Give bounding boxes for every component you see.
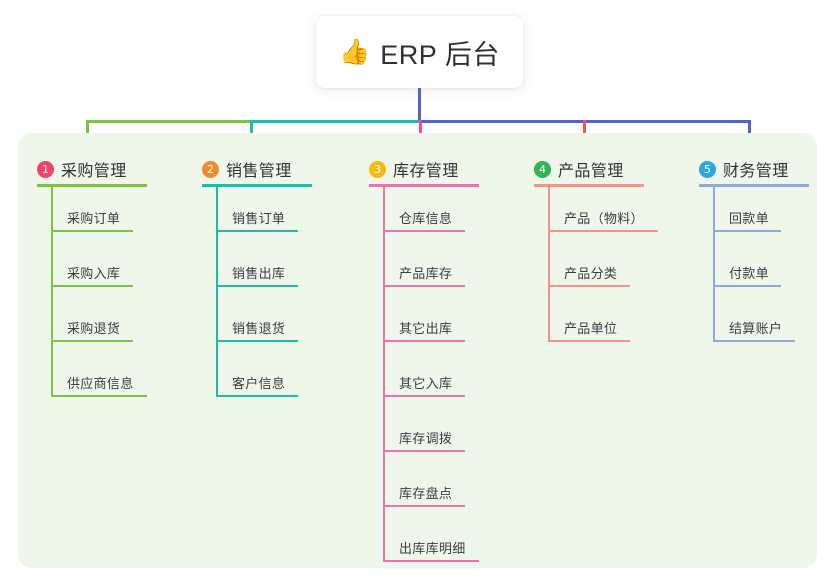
leaf-label: 付款单 [729, 266, 769, 281]
leaf-label: 库存盘点 [399, 486, 453, 501]
branch-panel [18, 133, 817, 568]
leaf-node[interactable]: 销售退货 [202, 145, 352, 342]
leaf-node[interactable]: 付款单 [699, 145, 839, 287]
leaf-rule [216, 285, 298, 287]
leaf-rule [216, 395, 298, 397]
leaf-node[interactable]: 产品单位 [534, 145, 684, 342]
leaf-label: 销售出库 [232, 266, 286, 281]
leaf-node[interactable]: 库存盘点 [369, 145, 519, 507]
leaf-node[interactable]: 仓库信息 [369, 145, 519, 232]
column-header-4[interactable]: 4 产品管理 [534, 157, 624, 181]
leaf-node[interactable]: 产品分类 [534, 145, 684, 287]
leaf-node[interactable]: 其它入库 [369, 145, 519, 397]
column-badge-2: 2 [202, 160, 219, 178]
leaf-label: 采购订单 [67, 211, 121, 226]
column-rule-3 [369, 184, 479, 187]
leaf-node[interactable]: 产品库存 [369, 145, 519, 287]
leaf-node[interactable]: 其它出库 [369, 145, 519, 342]
leaf-rule [548, 340, 630, 342]
leaf-label: 结算账户 [729, 321, 783, 336]
leaf-label: 产品（物料） [564, 211, 644, 226]
connector-bus-segment-2 [250, 120, 422, 123]
root-node-title: ERP 后台 [380, 39, 500, 70]
column-rule-5 [699, 184, 809, 187]
column-badge-5: 5 [699, 160, 716, 178]
column-title-4: 产品管理 [558, 163, 624, 180]
column-badge-4: 4 [534, 160, 551, 178]
leaf-label: 产品库存 [399, 266, 453, 281]
root-node-card[interactable]: 👍 ERP 后台 [316, 16, 523, 88]
column-spine-5 [713, 187, 715, 342]
leaf-rule [383, 285, 465, 287]
leaf-label: 采购退货 [67, 321, 121, 336]
leaf-node[interactable]: 客户信息 [202, 145, 352, 397]
leaf-rule [383, 230, 465, 232]
column-spine-3 [383, 187, 385, 562]
column-title-2: 销售管理 [226, 163, 292, 180]
leaf-rule [548, 285, 630, 287]
leaf-label: 其它入库 [399, 376, 453, 391]
leaf-label: 销售退货 [232, 321, 286, 336]
column-spine-2 [216, 187, 218, 397]
leaf-label: 供应商信息 [67, 376, 134, 391]
column-badge-3: 3 [369, 160, 386, 178]
leaf-rule [216, 340, 298, 342]
leaf-node[interactable]: 采购订单 [37, 145, 187, 232]
leaf-node[interactable]: 供应商信息 [37, 145, 187, 397]
column-spine-1 [51, 187, 53, 397]
leaf-rule [713, 340, 795, 342]
leaf-node[interactable]: 结算账户 [699, 145, 839, 342]
leaf-label: 回款单 [729, 211, 769, 226]
leaf-node[interactable]: 库存调拨 [369, 145, 519, 452]
leaf-node[interactable]: 产品（物料） [534, 145, 684, 232]
column-header-1[interactable]: 1 采购管理 [37, 157, 127, 181]
leaf-label: 其它出库 [399, 321, 453, 336]
leaf-rule [383, 395, 465, 397]
column-rule-4 [534, 184, 644, 187]
leaf-rule [548, 230, 658, 232]
connector-bus-segment-1 [86, 120, 253, 123]
leaf-label: 产品分类 [564, 266, 618, 281]
leaf-node[interactable]: 采购入库 [37, 145, 187, 287]
leaf-rule [383, 340, 465, 342]
column-header-2[interactable]: 2 销售管理 [202, 157, 292, 181]
leaf-rule [51, 340, 133, 342]
leaf-node[interactable]: 销售出库 [202, 145, 352, 287]
column-header-5[interactable]: 5 财务管理 [699, 157, 789, 181]
column-title-1: 采购管理 [61, 163, 127, 180]
column-badge-1: 1 [37, 160, 54, 178]
column-title-5: 财务管理 [723, 163, 789, 180]
leaf-rule [713, 285, 781, 287]
leaf-rule [383, 560, 479, 562]
leaf-rule [383, 505, 465, 507]
leaf-label: 仓库信息 [399, 211, 453, 226]
leaf-label: 产品单位 [564, 321, 618, 336]
leaf-node[interactable]: 出库库明细 [369, 145, 519, 562]
leaf-node[interactable]: 回款单 [699, 145, 839, 232]
leaf-rule [51, 230, 133, 232]
leaf-rule [383, 450, 465, 452]
leaf-node[interactable]: 采购退货 [37, 145, 187, 342]
leaf-label: 采购入库 [67, 266, 121, 281]
thumbs-up-icon: 👍 [339, 37, 371, 66]
leaf-node[interactable]: 销售订单 [202, 145, 352, 232]
leaf-label: 客户信息 [232, 376, 286, 391]
connector-root-stem [418, 88, 421, 123]
leaf-rule [51, 395, 147, 397]
leaf-label: 销售订单 [232, 211, 286, 226]
column-spine-4 [548, 187, 550, 342]
column-title-3: 库存管理 [393, 163, 459, 180]
leaf-rule [51, 285, 133, 287]
leaf-rule [216, 230, 298, 232]
leaf-label: 出库库明细 [399, 541, 466, 556]
leaf-rule [713, 230, 781, 232]
column-header-3[interactable]: 3 库存管理 [369, 157, 459, 181]
column-rule-2 [202, 184, 312, 187]
column-rule-1 [37, 184, 147, 187]
leaf-label: 库存调拨 [399, 431, 453, 446]
